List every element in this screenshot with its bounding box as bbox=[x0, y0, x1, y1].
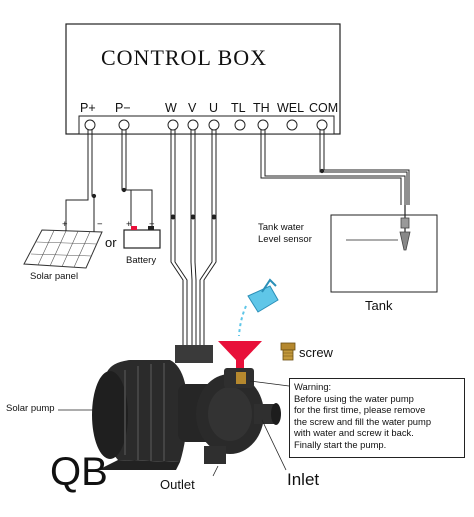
tank-sensor-label-2: Level sensor bbox=[258, 234, 312, 245]
pump-illustration bbox=[92, 345, 281, 470]
warning-box: Warning: Before using the water pump for… bbox=[289, 378, 465, 458]
terminal-screws bbox=[84, 119, 328, 131]
battery-minus-mark: − bbox=[149, 219, 155, 230]
terminal-label-tl: TL bbox=[231, 101, 246, 115]
terminal-wel bbox=[286, 119, 298, 131]
outlet-label: Outlet bbox=[160, 477, 195, 492]
terminal-p-minus bbox=[118, 119, 130, 131]
terminal-label-p-minus: P− bbox=[115, 101, 131, 115]
inlet-label: Inlet bbox=[287, 470, 320, 489]
terminal-com bbox=[316, 119, 328, 131]
tank-sensor-label-1: Tank water bbox=[258, 222, 304, 233]
screw-icon bbox=[280, 342, 296, 361]
warning-line: Before using the water pump bbox=[294, 392, 414, 404]
terminal-th bbox=[257, 119, 269, 131]
warning-line: with water and screw it back. bbox=[294, 427, 414, 439]
terminal-label-com: COM bbox=[309, 101, 339, 115]
terminal-label-u: U bbox=[209, 101, 219, 115]
terminal-u bbox=[208, 119, 220, 131]
terminal-label-w: W bbox=[165, 101, 177, 115]
battery-icon bbox=[123, 226, 161, 249]
terminal-label-th: TH bbox=[253, 101, 270, 115]
inlet-leader bbox=[261, 419, 287, 471]
terminal-strip bbox=[78, 115, 335, 135]
terminal-v bbox=[187, 119, 199, 131]
panel-minus-mark: − bbox=[97, 219, 103, 230]
model-label: QB bbox=[50, 450, 108, 494]
outlet-leader bbox=[212, 465, 219, 477]
warning-line: Finally start the pump. bbox=[294, 438, 387, 450]
screw-leader bbox=[249, 380, 290, 387]
tank-label: Tank bbox=[365, 298, 393, 313]
terminal-w bbox=[167, 119, 179, 131]
level-sensor bbox=[399, 217, 411, 251]
solar-panel-label: Solar panel bbox=[30, 271, 79, 282]
battery-label: Battery bbox=[126, 255, 157, 266]
solar-pump-label: Solar pump bbox=[6, 403, 55, 414]
terminal-label-p-plus: P+ bbox=[80, 101, 96, 115]
water-stream bbox=[238, 305, 247, 337]
terminal-label-v: V bbox=[188, 101, 197, 115]
funnel-icon bbox=[218, 341, 262, 372]
battery-plus-mark: + bbox=[126, 219, 132, 230]
control-box-title: CONTROL BOX bbox=[101, 45, 268, 70]
screw-label: screw bbox=[299, 345, 333, 360]
terminal-p-plus bbox=[84, 119, 96, 131]
solar-panel-icon bbox=[23, 229, 103, 269]
power-wires bbox=[65, 130, 153, 210]
tank-outline bbox=[330, 214, 438, 293]
or-label: or bbox=[105, 235, 117, 250]
motor-wires bbox=[170, 130, 217, 345]
panel-plus-mark: + bbox=[62, 219, 68, 230]
terminal-label-wel: WEL bbox=[277, 101, 305, 115]
water-can-icon bbox=[247, 278, 279, 313]
warning-line: Warning: bbox=[294, 381, 332, 392]
warning-line: the screw and fill the water pump bbox=[294, 415, 432, 427]
warning-line: for the first time, please remove bbox=[294, 404, 426, 416]
terminal-tl bbox=[234, 119, 246, 131]
sensor-wires bbox=[260, 130, 410, 205]
